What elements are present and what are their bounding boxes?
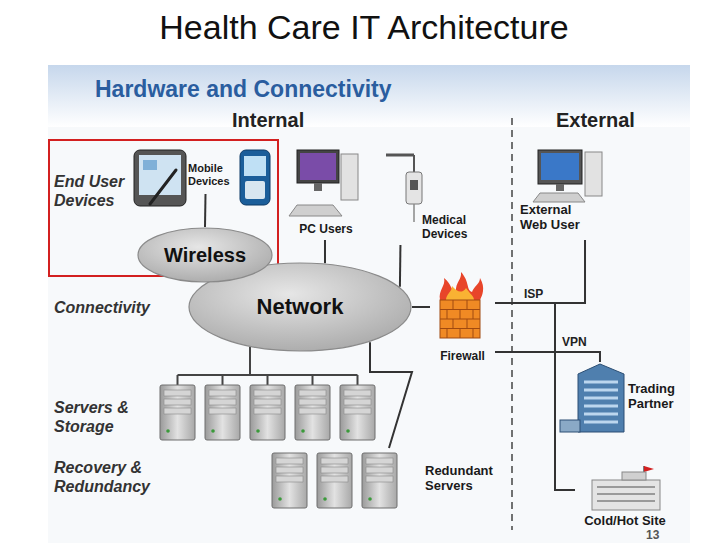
phone-icon xyxy=(240,150,270,205)
boundary-line xyxy=(511,118,513,530)
node-caption: Cold/Hot Site xyxy=(575,514,675,529)
node-caption: Trading Partner xyxy=(628,382,686,412)
iv-pole-icon xyxy=(386,155,422,222)
slide-panel xyxy=(48,65,690,543)
row-label: End User Devices xyxy=(54,172,132,210)
link-label: ISP xyxy=(522,287,545,301)
node-caption: PC Users xyxy=(290,223,362,237)
network-link xyxy=(399,245,402,287)
page-title: Health Care IT Architecture xyxy=(0,8,728,47)
node-caption: External Web User xyxy=(520,203,602,233)
tablet-icon xyxy=(134,150,186,206)
row-label: Connectivity xyxy=(54,298,179,317)
network-link xyxy=(495,352,600,362)
network-link xyxy=(412,306,430,308)
section-heading: Hardware and Connectivity xyxy=(95,76,475,104)
node-text: Network xyxy=(257,294,344,319)
network-link xyxy=(495,240,585,303)
zone-label: External xyxy=(556,108,676,132)
zone-label: Internal xyxy=(232,108,352,132)
node-caption: Redundant Servers xyxy=(425,464,499,494)
network-link xyxy=(204,194,207,227)
page-number: 13 xyxy=(646,528,686,542)
network-link xyxy=(324,240,326,263)
redundant-server-icons xyxy=(272,453,397,508)
redundant-servers: Redundant Servers xyxy=(265,448,501,514)
site-icon xyxy=(592,466,660,510)
node-caption: Mobile Devices xyxy=(188,162,238,187)
pc-users: PC Users xyxy=(290,145,362,240)
trading-partner: Trading Partner xyxy=(575,362,687,434)
pc-icon xyxy=(289,150,358,216)
network-link xyxy=(495,303,575,490)
server-rack xyxy=(160,347,375,440)
web-user-icon xyxy=(533,150,602,202)
node-caption: Firewall xyxy=(430,350,495,364)
firewall-icon xyxy=(440,272,483,338)
external-user: External Web User xyxy=(515,145,610,240)
device-caption: Mobile Devices xyxy=(188,160,238,194)
row-label: Recovery & Redundancy xyxy=(54,458,176,496)
medical-devices: Medical Devices xyxy=(380,150,472,245)
node-caption: Medical Devices xyxy=(422,214,474,242)
building-icon xyxy=(560,364,624,432)
node-text: Wireless xyxy=(164,244,246,267)
backup-site: Cold/Hot Site xyxy=(575,465,675,533)
firewall: Firewall xyxy=(430,280,495,367)
link-label: VPN xyxy=(560,335,589,349)
wireless-ellipse: Wireless xyxy=(137,227,273,283)
network-link xyxy=(370,342,412,448)
row-label: Servers & Storage xyxy=(54,398,154,436)
